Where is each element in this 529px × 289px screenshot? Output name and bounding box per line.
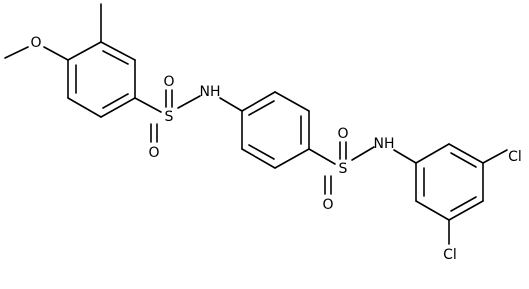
- ring1-bond-1: [67, 41, 102, 61]
- ring2-bond-1: [241, 91, 276, 112]
- atom-o-s-right-up: O: [337, 126, 348, 142]
- bond-ring3-cl-top: [482, 149, 508, 164]
- ring3-bond-2-inner: [450, 152, 477, 168]
- ring1-bond-4-inner: [102, 93, 129, 109]
- ring1-bond-2-inner: [102, 50, 129, 65]
- bond-s-right-nh: [351, 146, 375, 161]
- atom-o-s-left-down: O: [148, 145, 159, 161]
- ring3-bond-4-inner: [450, 196, 477, 212]
- atom-cl-bottom: Cl: [443, 247, 457, 263]
- atom-labels: O S O O NH S O O NH Cl Cl: [30, 35, 521, 263]
- ring2-bond-2: [274, 91, 310, 112]
- ring3-bond-1: [415, 143, 450, 164]
- ring1-bond-4: [100, 97, 136, 118]
- ring1-bond-5: [67, 97, 102, 118]
- atom-o-s-left-up: O: [163, 74, 174, 90]
- ring3-bond-5: [415, 200, 450, 221]
- atom-o-methoxy: O: [30, 35, 41, 51]
- bond-o-ring1: [43, 46, 69, 61]
- ring3-bond-4: [448, 200, 484, 221]
- atom-o-s-right-down: O: [322, 197, 333, 213]
- ring2-bond-5: [241, 148, 276, 169]
- bond-nh-right-ring3: [393, 149, 417, 164]
- ring2-bond-4: [274, 148, 310, 169]
- bond-s-left-nh: [177, 95, 201, 109]
- atom-cl-top: Cl: [508, 149, 522, 165]
- bond-methyl-o: [4, 46, 29, 59]
- atom-nh-right: NH: [374, 136, 395, 152]
- ring2-bond-5-inner: [248, 144, 275, 160]
- bond-lines: [4, 3, 508, 245]
- bond-ring2-s-right: [308, 148, 336, 165]
- ring1-bond-2: [100, 41, 136, 61]
- bond-ring1-s-left: [134, 97, 162, 113]
- bond-nh-left-ring2: [219, 97, 243, 112]
- atom-s-right: S: [339, 161, 348, 177]
- atom-s-left: S: [165, 109, 174, 125]
- ring3-bond-2: [448, 143, 484, 164]
- atom-nh-left: NH: [200, 84, 221, 100]
- ring2-bond-1-inner: [248, 100, 275, 116]
